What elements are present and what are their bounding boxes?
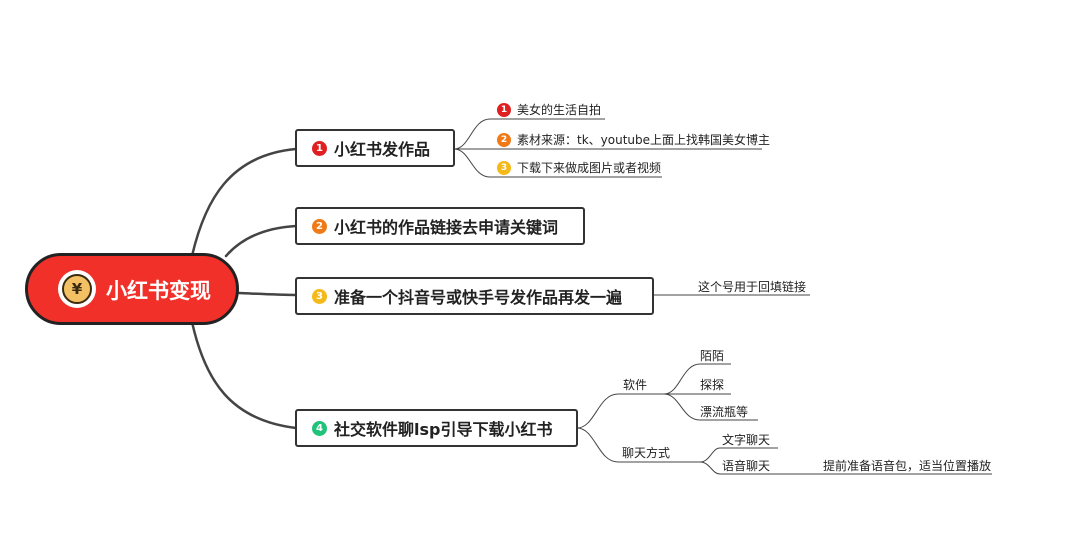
topic-3-label: 准备一个抖音号或快手号发作品再发一遍 bbox=[334, 288, 623, 307]
link-root-topic-4 bbox=[190, 320, 298, 430]
topic-1-sub-2[interactable]: 2 素材来源：tk、youtube上面上找韩国美女博主 bbox=[497, 131, 770, 148]
link-root-topic-3 bbox=[237, 291, 298, 297]
group-label: 软件 bbox=[623, 378, 648, 392]
root-topic-label: 小红书变现 bbox=[106, 279, 211, 303]
link-topic4-group-chat bbox=[576, 427, 700, 463]
number-badge-3: 3 bbox=[497, 160, 511, 175]
item-label: 探探 bbox=[700, 378, 725, 392]
yuan-coin-glyph: ¥ bbox=[62, 274, 92, 304]
chat-item-1[interactable]: 文字聊天 bbox=[722, 431, 770, 448]
group-software[interactable]: 软件 bbox=[623, 376, 647, 393]
detail-label: 提前准备语音包，适当位置播放 bbox=[823, 459, 992, 473]
number-badge-3: 3 bbox=[312, 288, 327, 304]
software-item-2[interactable]: 探探 bbox=[700, 376, 724, 393]
software-item-1[interactable]: 陌陌 bbox=[700, 347, 724, 364]
item-label: 语音聊天 bbox=[722, 459, 771, 473]
topic-4[interactable]: 4 社交软件聊lsp引导下载小红书 bbox=[295, 409, 578, 447]
group-chat-method[interactable]: 聊天方式 bbox=[622, 444, 670, 461]
number-badge-4: 4 bbox=[312, 420, 327, 436]
topic-1[interactable]: 1 小红书发作品 bbox=[295, 129, 455, 167]
root-topic[interactable]: ¥ 小红书变现 bbox=[25, 253, 239, 325]
note-label: 这个号用于回填链接 bbox=[698, 280, 807, 294]
group-label: 聊天方式 bbox=[622, 446, 671, 460]
number-badge-2: 2 bbox=[497, 132, 511, 147]
item-label: 漂流瓶等 bbox=[700, 405, 749, 419]
number-badge-2: 2 bbox=[312, 218, 327, 234]
link-topic4-group-software bbox=[576, 393, 664, 429]
link-chat-voice bbox=[699, 461, 992, 475]
topic-4-label: 社交软件聊lsp引导下载小红书 bbox=[334, 420, 553, 439]
chat-item-2[interactable]: 语音聊天 bbox=[722, 457, 770, 474]
software-item-3[interactable]: 漂流瓶等 bbox=[700, 403, 748, 420]
sub-label: 素材来源：tk、youtube上面上找韩国美女博主 bbox=[517, 133, 771, 147]
link-chat-text bbox=[699, 447, 778, 463]
topic-1-sub-1[interactable]: 1 美女的生活自拍 bbox=[497, 101, 601, 118]
link-root-topic-2 bbox=[224, 224, 298, 258]
topic-1-sub-3[interactable]: 3 下载下来做成图片或者视频 bbox=[497, 159, 661, 176]
topic-3[interactable]: 3 准备一个抖音号或快手号发作品再发一遍 bbox=[295, 277, 654, 315]
item-label: 陌陌 bbox=[700, 349, 725, 363]
link-software-momo bbox=[663, 363, 731, 395]
link-topic1-sub3 bbox=[453, 148, 662, 178]
topic-3-note[interactable]: 这个号用于回填链接 bbox=[698, 278, 806, 295]
chat-item-2-detail[interactable]: 提前准备语音包，适当位置播放 bbox=[823, 457, 991, 474]
item-label: 文字聊天 bbox=[722, 433, 771, 447]
topic-2-label: 小红书的作品链接去申请关键词 bbox=[334, 218, 559, 237]
number-badge-1: 1 bbox=[312, 140, 327, 156]
link-topic1-sub1 bbox=[453, 118, 605, 150]
yuan-coin-icon: ¥ bbox=[58, 270, 96, 308]
sub-label: 下载下来做成图片或者视频 bbox=[517, 161, 662, 175]
link-root-topic-1 bbox=[190, 147, 298, 258]
sub-label: 美女的生活自拍 bbox=[517, 103, 602, 117]
topic-2[interactable]: 2 小红书的作品链接去申请关键词 bbox=[295, 207, 585, 245]
link-software-bottle bbox=[663, 393, 758, 421]
topic-1-label: 小红书发作品 bbox=[334, 140, 431, 159]
number-badge-1: 1 bbox=[497, 102, 511, 117]
